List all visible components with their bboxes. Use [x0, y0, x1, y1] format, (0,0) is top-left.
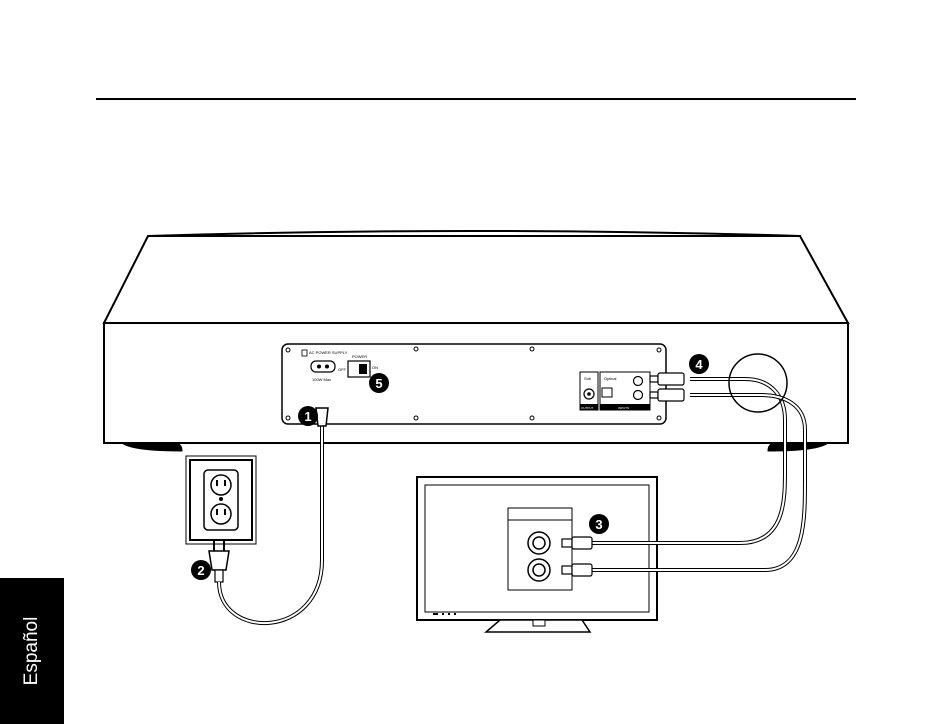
svg-text:4: 4 [695, 357, 703, 372]
svg-text:1: 1 [304, 409, 311, 424]
inputs-label: INPUTS [618, 406, 629, 410]
power-rating: 100W Max [312, 377, 331, 382]
language-label: Español [21, 617, 43, 686]
inputs-panel: Optical INPUTS [600, 372, 650, 410]
callout-3: 3 [589, 514, 609, 534]
aux-input-left[interactable] [634, 377, 643, 386]
rear-panel: AC POWER SUPPLY 100W Max POWER ON OFF Su… [282, 344, 666, 424]
output-label: OUTPUT [581, 406, 594, 410]
svg-text:3: 3 [595, 517, 602, 532]
switch-on-label: ON [372, 365, 378, 370]
sub-output[interactable]: Sub OUTPUT [580, 372, 598, 410]
power-plug [209, 541, 229, 582]
optical-label: Optical [604, 376, 617, 381]
optical-input[interactable] [602, 388, 612, 397]
aux-input-right[interactable] [634, 391, 643, 400]
svg-text:5: 5 [375, 376, 382, 391]
callout-1: 1 [298, 406, 318, 426]
callout-4: 4 [689, 354, 709, 374]
power-switch-label: POWER [352, 354, 367, 359]
wall-outlet [186, 456, 256, 544]
svg-text:2: 2 [197, 563, 204, 578]
ac-power-label: AC POWER SUPPLY [309, 350, 348, 355]
callout-5: 5 [369, 373, 389, 393]
language-tab: Español [0, 578, 64, 724]
television [417, 477, 657, 632]
tv-audio-output[interactable] [508, 508, 572, 590]
callout-2: 2 [191, 560, 211, 580]
switch-off-label: OFF [338, 367, 347, 372]
sub-label: Sub [584, 376, 592, 381]
